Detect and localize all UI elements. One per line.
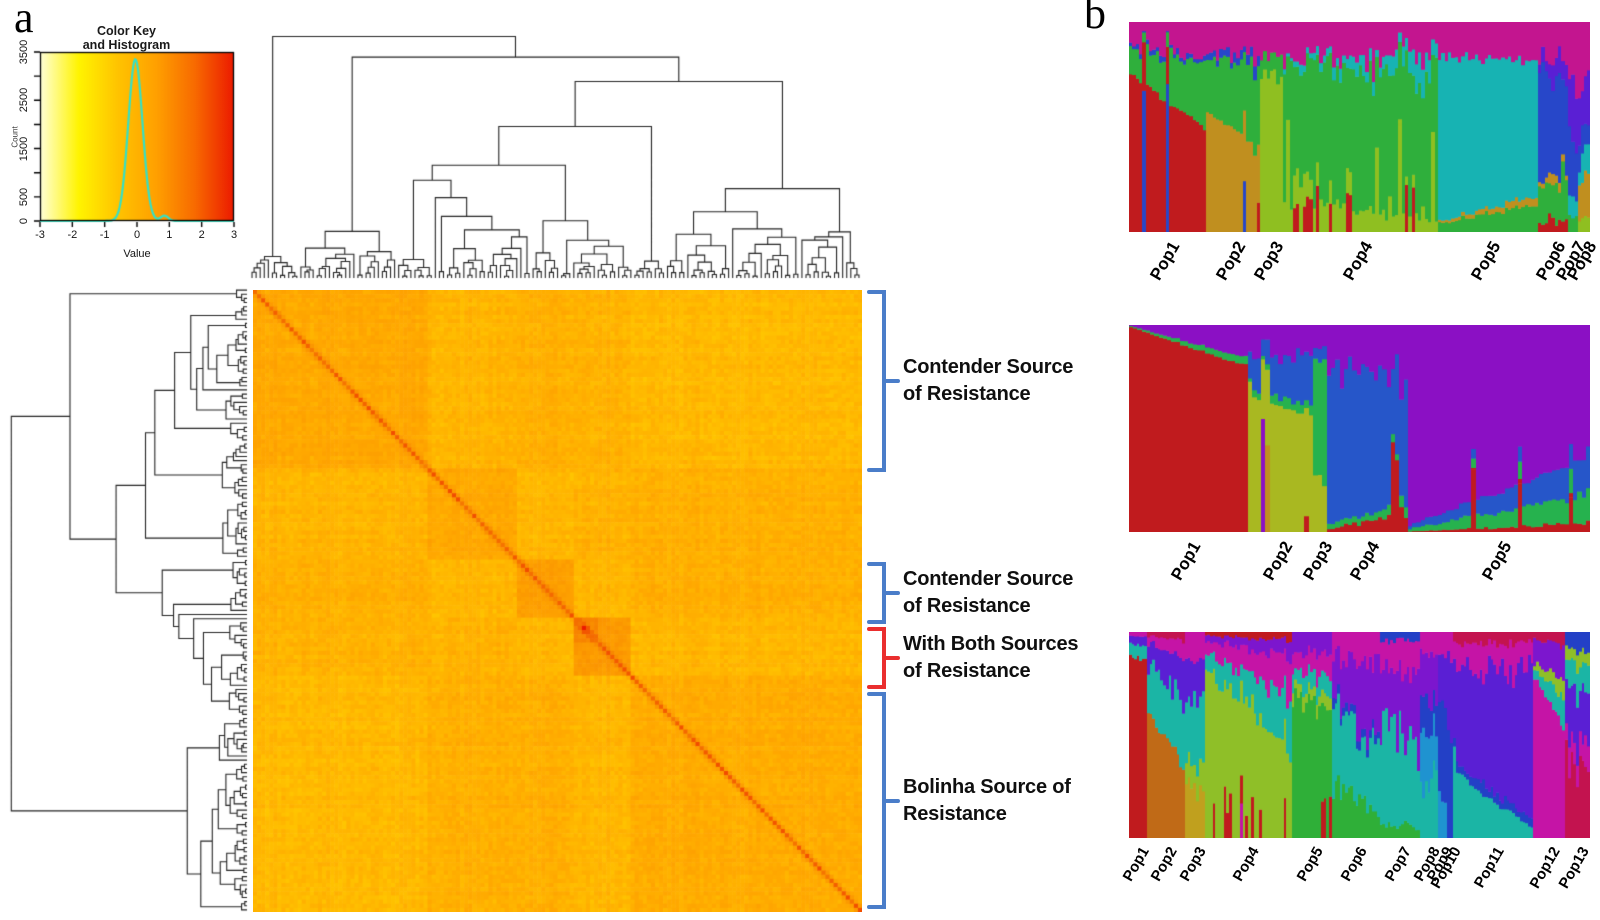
- color-key-x-tick: -1: [99, 229, 110, 241]
- annotation-line: Bolinha Source of: [903, 776, 1071, 798]
- annotation-line: Resistance: [903, 803, 1007, 825]
- structure-plot-k13: [1129, 632, 1590, 838]
- color-key-y-tick: 500: [18, 187, 30, 207]
- bracket-3: [867, 692, 900, 909]
- color-key-x-tick: -2: [67, 229, 78, 241]
- color-key-x-tick: 2: [198, 229, 205, 241]
- annotation-line: Contender Source: [903, 568, 1074, 590]
- color-key-y-tick: 0: [18, 217, 30, 225]
- color-key-title-line1: Color Key: [96, 24, 157, 38]
- panel-a-label: a: [14, 0, 34, 42]
- color-key-canvas: [8, 48, 245, 268]
- color-key-y-axis-label: Count: [10, 125, 20, 148]
- annotation-line: of Resistance: [903, 660, 1031, 682]
- cluster-brackets: [867, 290, 900, 909]
- color-key-y-tick: 3500: [18, 39, 30, 65]
- color-key-x-tick: 0: [133, 229, 141, 241]
- annotation-line: of Resistance: [903, 595, 1031, 617]
- heatmap: [253, 290, 862, 912]
- color-key-x-tick: 3: [230, 229, 238, 241]
- annotation-both-sources: With Both Sources of Resistance: [903, 631, 1079, 685]
- row-dendrogram: [5, 288, 248, 912]
- annotation-line: With Both Sources: [903, 633, 1079, 655]
- structure-plot-k5: [1129, 325, 1590, 532]
- bracket-2: [867, 627, 900, 689]
- annotation-contender-source-2: Contender Source of Resistance: [903, 566, 1073, 620]
- color-key-y-tick: 1500: [18, 136, 30, 161]
- color-key-x-tick: 1: [166, 229, 173, 241]
- annotation-bolinha-source: Bolinha Source of Resistance: [903, 774, 1071, 828]
- bracket-0: [867, 290, 900, 472]
- structure-plot-k8: [1129, 22, 1590, 232]
- bracket-1: [867, 562, 900, 624]
- color-key-y-tick: 2500: [18, 88, 30, 113]
- annotation-contender-source-1: Contender Source of Resistance: [903, 354, 1073, 408]
- color-key-x-axis-label: Value: [123, 248, 151, 260]
- annotation-line: Contender Source: [903, 356, 1074, 378]
- annotation-line: of Resistance: [903, 383, 1031, 405]
- panel-b-label: b: [1084, 0, 1106, 38]
- color-key-x-tick: -3: [35, 229, 45, 241]
- column-dendrogram: [250, 30, 861, 279]
